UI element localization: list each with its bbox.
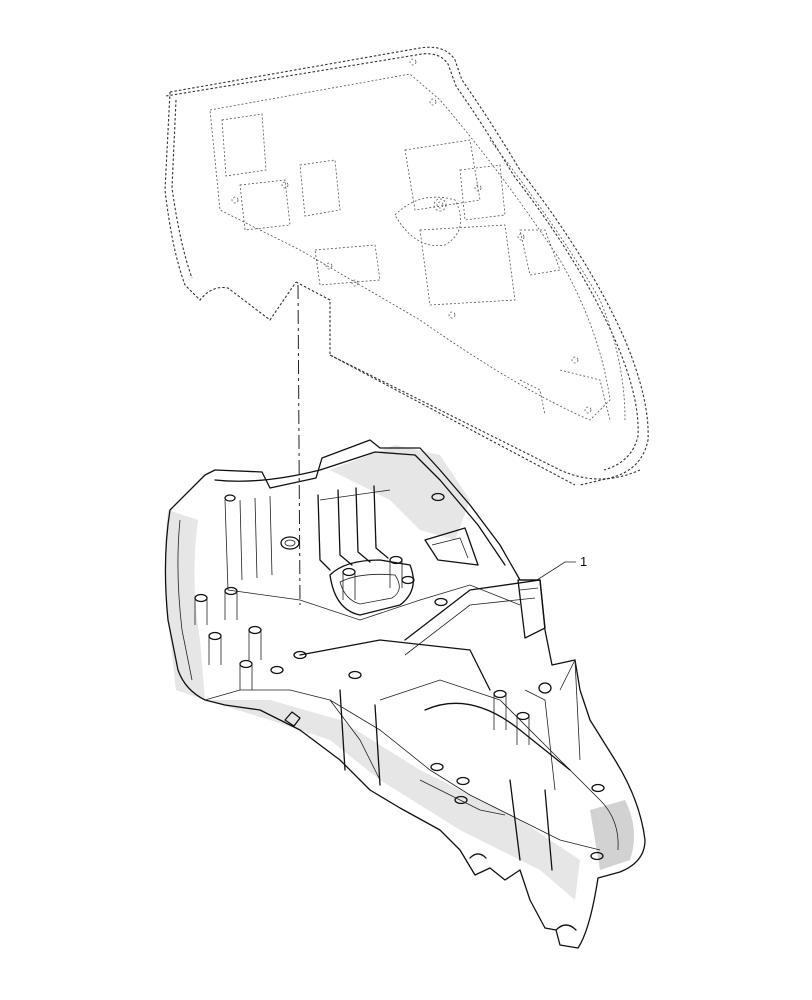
alignment-centerline [297,284,301,606]
callout-label: 1 [580,554,587,569]
upper-housing-reference [164,46,649,486]
callout-1: 1 [536,554,587,581]
lower-housing-part [164,439,646,949]
callout-leader-line [536,561,576,581]
